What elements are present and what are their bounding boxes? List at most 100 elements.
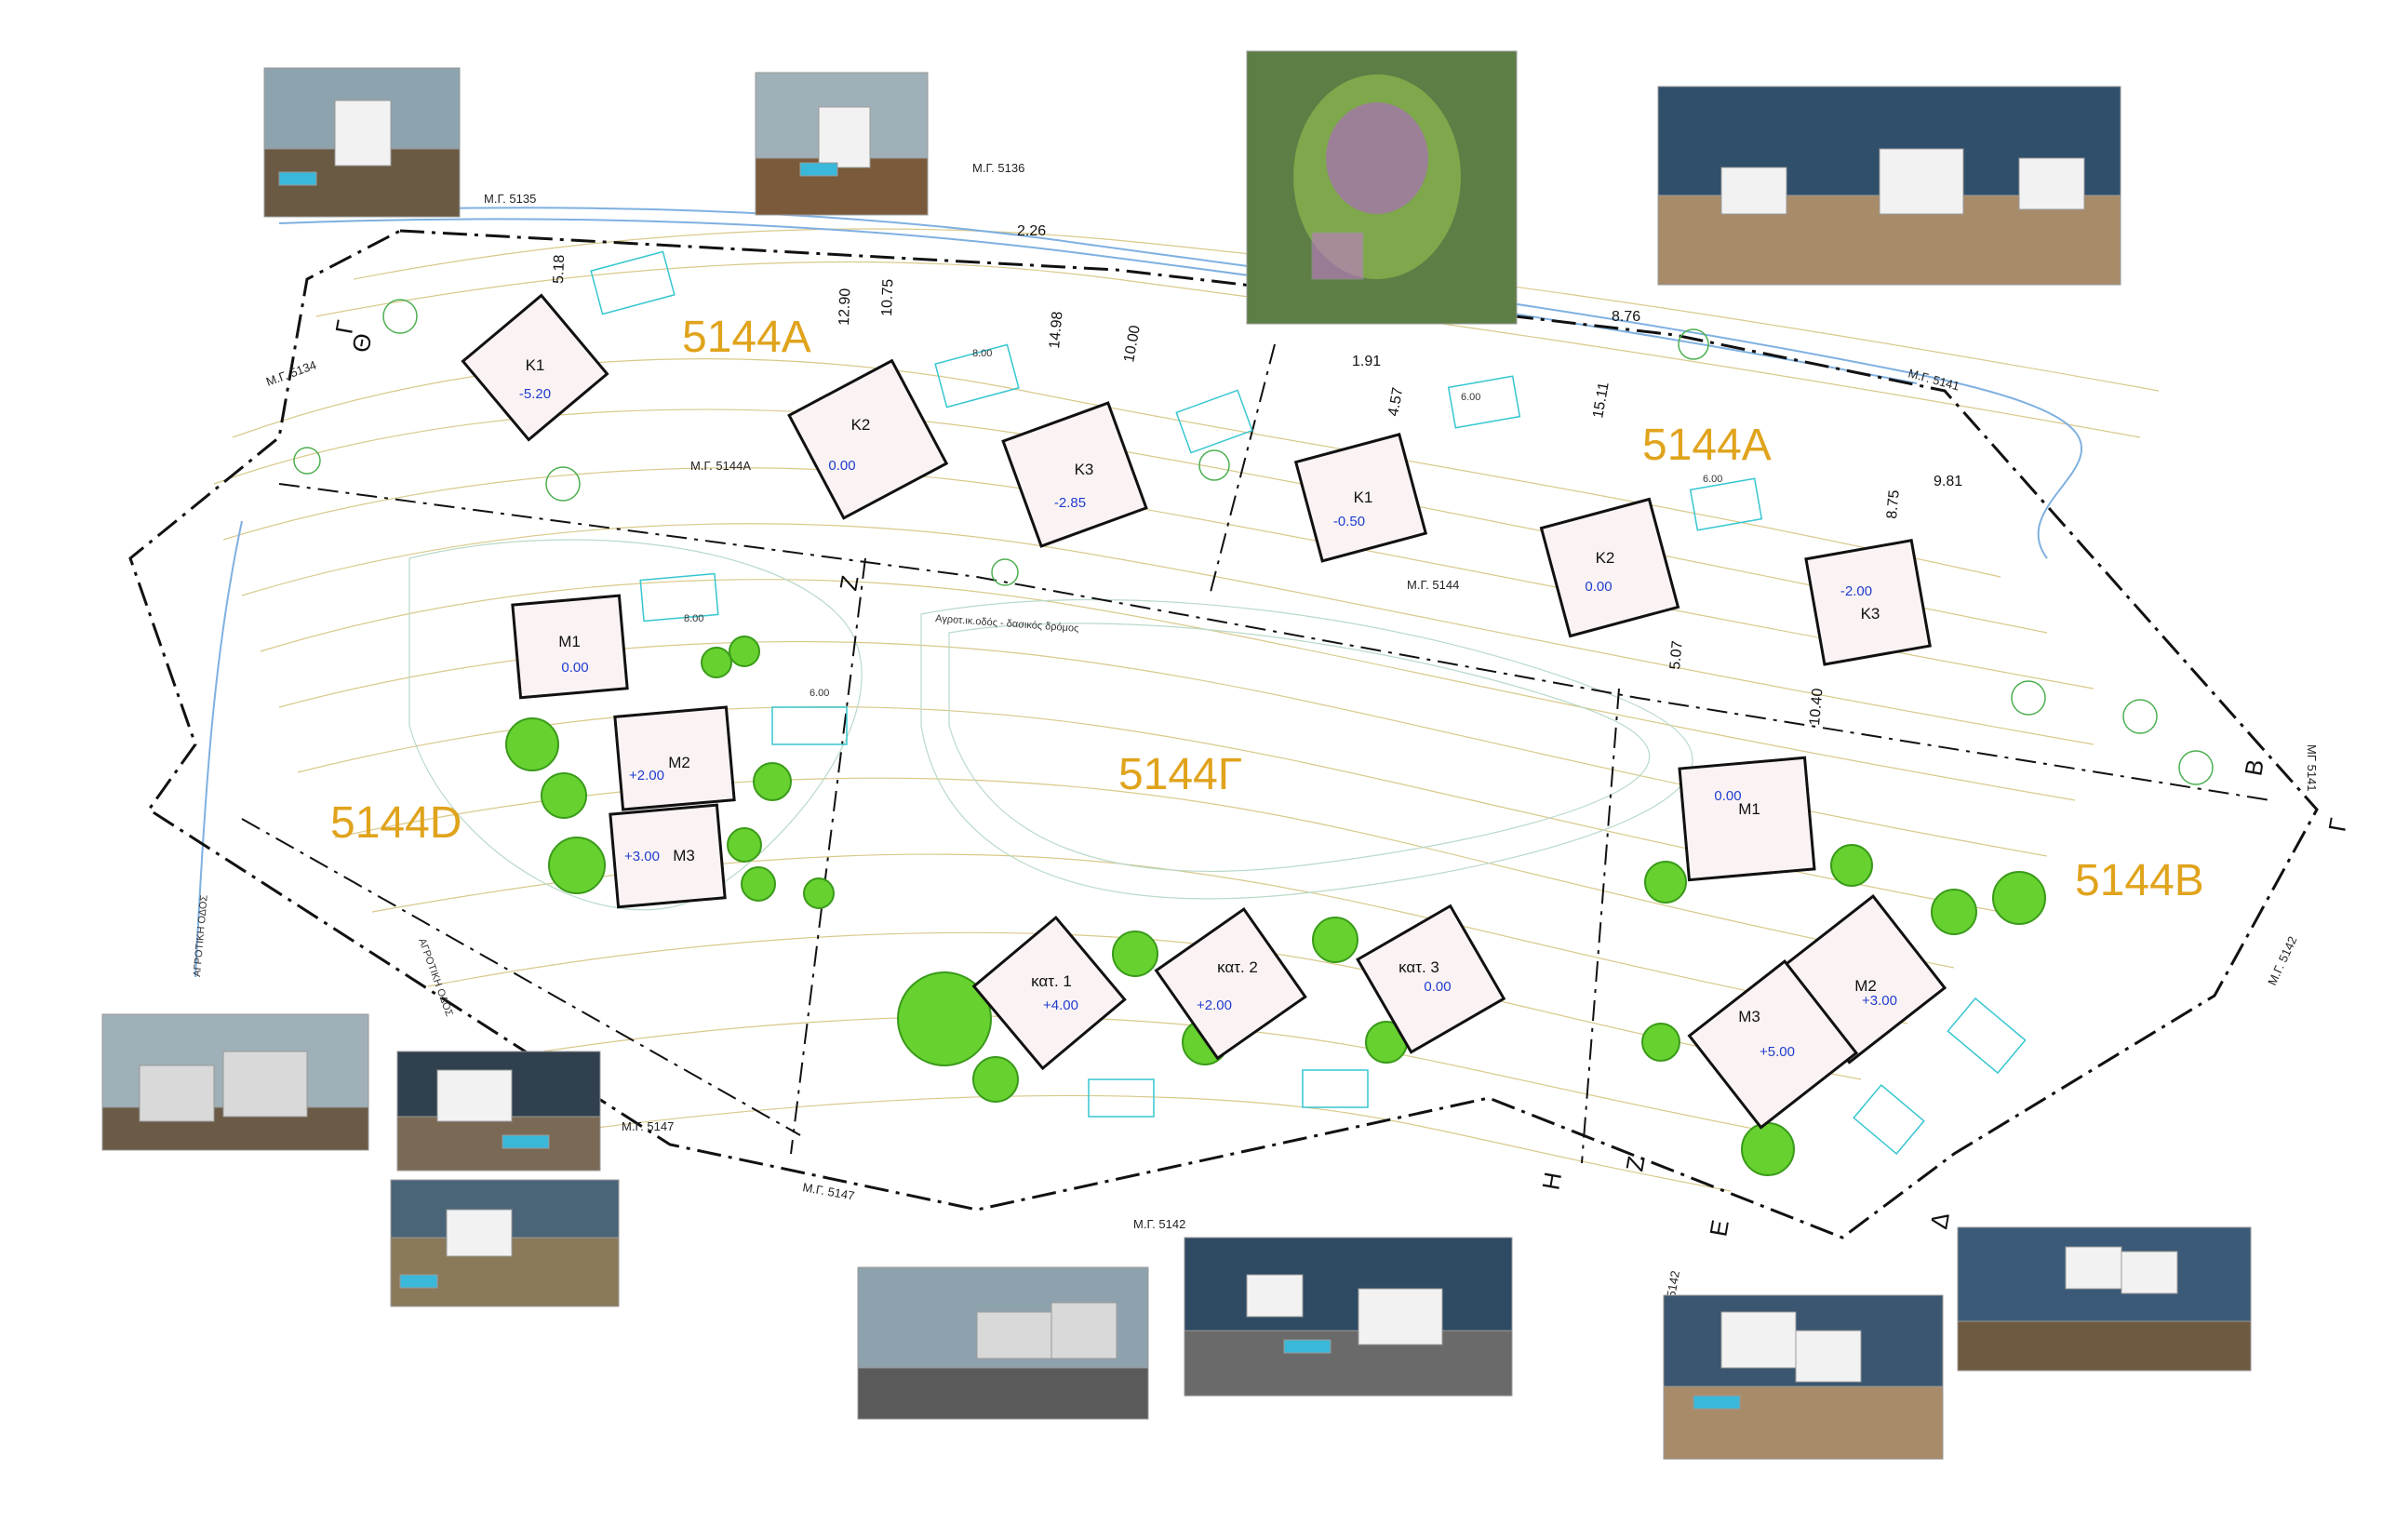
parcel-label-5142-south: 5142	[1664, 1269, 1682, 1298]
parcel-label-5144a: Μ.Γ. 5144Α	[690, 459, 751, 473]
zone-label-5144b: 5144B	[2075, 856, 2204, 905]
svg-text:M3: M3	[673, 847, 695, 864]
svg-text:0.00: 0.00	[1424, 979, 1451, 995]
parcel-label-5144: Μ.Γ. 5144	[1407, 578, 1459, 592]
render-photo-1	[263, 67, 461, 218]
render-photo-panorama	[1657, 86, 2121, 286]
svg-text:K3: K3	[1075, 461, 1094, 478]
render-photo-8	[1663, 1294, 1944, 1460]
render-photo-9	[1957, 1226, 2252, 1372]
parcel-label-5142: Μ.Γ. 5142	[1133, 1217, 1185, 1231]
property-boundaries	[128, 229, 2319, 1239]
vertex-letter-zeta-1: Ζ	[834, 573, 863, 593]
svg-text:0.00: 0.00	[1585, 579, 1612, 595]
render-photo-7	[1184, 1237, 1513, 1397]
dim-12-90: 12.90	[836, 288, 853, 326]
dim-10-75: 10.75	[879, 278, 896, 316]
svg-text:+2.00: +2.00	[629, 768, 664, 783]
svg-text:+2.00: +2.00	[1197, 998, 1232, 1013]
parcel-label-5141-vertical: ΜΓ 5141	[2305, 744, 2319, 792]
house-b-m3: M3 +5.00	[1687, 959, 1859, 1130]
dim-5-18: 5.18	[551, 254, 568, 284]
road-label-southwest: ΑΓΡΟΤΙΚΗ ΟΔΟΣ	[416, 937, 455, 1018]
dim-15-11: 15.11	[1590, 381, 1613, 419]
svg-text:K2: K2	[851, 416, 871, 434]
render-photo-2	[755, 72, 929, 216]
vertex-letter-gamma-2: Γ	[2322, 816, 2352, 834]
house-b-m1: M1 0.00	[1678, 756, 1816, 882]
pool-label-5: 8.00	[972, 348, 992, 359]
svg-text:M1: M1	[558, 633, 581, 650]
svg-text:K1: K1	[526, 356, 545, 374]
svg-text:K1: K1	[1354, 489, 1373, 506]
dim-9-81: 9.81	[1934, 474, 1962, 489]
dim-1-91: 1.91	[1352, 354, 1381, 369]
svg-text:M2: M2	[1854, 977, 1877, 995]
svg-text:M1: M1	[1738, 800, 1760, 818]
pool-label-1: 8.00	[684, 613, 703, 624]
pool-label-4: 6.00	[1703, 474, 1722, 485]
dim-4-57: 4.57	[1385, 386, 1406, 418]
zone-label-5144g: 5144Γ	[1118, 750, 1242, 799]
vertex-letter-theta: Θ	[346, 331, 377, 355]
pools	[590, 250, 2027, 1155]
svg-text:+3.00: +3.00	[624, 849, 660, 864]
zone-label-5144d: 5144D	[330, 798, 462, 848]
parcel-label-5136: Μ.Γ. 5136	[972, 161, 1024, 175]
house-g-k2: κατ. 2 +2.00	[1154, 906, 1307, 1061]
dim-14-98: 14.98	[1047, 311, 1065, 349]
svg-text:0.00: 0.00	[828, 458, 855, 474]
zone-label-5144a-east: 5144A	[1642, 421, 1772, 470]
render-photo-5	[390, 1179, 620, 1307]
svg-text:M3: M3	[1738, 1008, 1760, 1025]
dim-10-00: 10.00	[1121, 324, 1144, 363]
vertex-letter-beta: Β	[2239, 757, 2269, 778]
svg-text:0.00: 0.00	[1714, 788, 1741, 804]
house-aw-k3: K3 -2.85	[1001, 401, 1148, 548]
pool-label-3: 6.00	[1461, 392, 1480, 403]
svg-text:K2: K2	[1596, 549, 1615, 567]
dim-2-26: 2.26	[1017, 223, 1046, 239]
svg-text:κατ. 3: κατ. 3	[1398, 958, 1439, 976]
svg-text:+3.00: +3.00	[1862, 993, 1897, 1009]
site-satellite-photo	[1246, 50, 1518, 325]
house-ae-k1: K1 -0.50	[1293, 433, 1428, 563]
vertex-letter-delta: Δ	[1924, 1211, 1955, 1231]
render-photo-4	[396, 1051, 601, 1172]
house-ae-k3: K3 -2.00	[1804, 539, 1932, 666]
pool-label-2: 6.00	[810, 688, 829, 699]
parcel-label-5147-a: Μ.Γ. 5147	[622, 1119, 674, 1133]
dim-8-76: 8.76	[1612, 309, 1640, 325]
vertex-letter-eta: Η	[1536, 1170, 1567, 1192]
house-g-k3: κατ. 3 0.00	[1356, 904, 1506, 1054]
svg-text:+4.00: +4.00	[1043, 998, 1078, 1013]
house-ae-k2: K2 0.00	[1539, 497, 1680, 638]
vertex-letter-zeta-2: Ζ	[1620, 1154, 1650, 1173]
svg-text:-2.00: -2.00	[1840, 583, 1872, 599]
house-d-m3: M3 +3.00	[609, 803, 727, 909]
vertex-letter-gamma: Γ	[329, 318, 359, 336]
svg-text:-5.20: -5.20	[519, 386, 551, 402]
dim-5-07: 5.07	[1667, 640, 1686, 671]
zone-label-5144a-west: 5144A	[682, 313, 811, 362]
parcel-label-5135: Μ.Γ. 5135	[484, 192, 536, 206]
road-label-west: ΑΓΡΟΤΙΚΗ ΟΔΟΣ	[192, 894, 210, 977]
dim-10-40: 10.40	[1807, 688, 1826, 726]
render-photo-6	[857, 1266, 1149, 1420]
vertex-letter-epsilon: Ε	[1704, 1218, 1734, 1239]
render-photo-3	[101, 1013, 369, 1151]
house-d-m1: M1 0.00	[511, 594, 629, 700]
svg-text:+5.00: +5.00	[1760, 1044, 1795, 1060]
house-aw-k1: K1 -5.20	[461, 293, 609, 442]
dim-8-75: 8.75	[1884, 489, 1903, 520]
house-aw-k2: K2 0.00	[787, 358, 949, 520]
parcel-label-5142-east: Μ.Γ. 5142	[2265, 934, 2299, 987]
svg-text:-0.50: -0.50	[1333, 514, 1365, 529]
svg-text:-2.85: -2.85	[1054, 495, 1086, 511]
svg-text:κατ. 1: κατ. 1	[1031, 972, 1072, 990]
svg-text:0.00: 0.00	[561, 660, 588, 676]
svg-text:κατ. 2: κατ. 2	[1217, 958, 1258, 976]
svg-text:K3: K3	[1861, 605, 1880, 623]
house-g-k1: κατ. 1 +4.00	[971, 915, 1127, 1071]
